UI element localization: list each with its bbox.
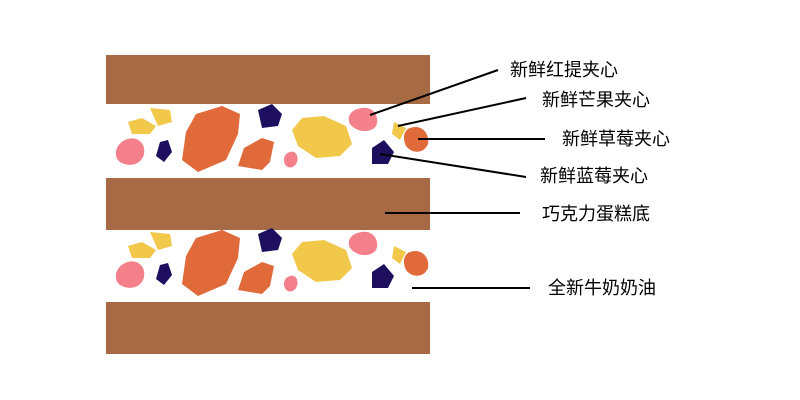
strawberry-piece xyxy=(238,138,274,170)
leader-line-mango xyxy=(397,97,527,127)
mango-piece xyxy=(392,246,406,264)
leader-line-blueberry xyxy=(379,153,527,178)
blueberry-piece xyxy=(258,104,282,128)
raspberry-piece xyxy=(284,275,298,292)
label-blueberry-filling: 新鲜蓝莓夹心 xyxy=(540,166,648,187)
mango-piece xyxy=(392,122,406,140)
mango-piece xyxy=(128,118,156,134)
strawberry-piece xyxy=(182,230,240,296)
label-raspberry-filling: 新鲜红提夹心 xyxy=(510,60,618,81)
mango-piece xyxy=(150,232,172,250)
mango-piece xyxy=(150,108,172,126)
blueberry-piece xyxy=(156,263,172,285)
label-cream: 全新牛奶奶油 xyxy=(548,278,656,299)
filling-layer-lower xyxy=(115,228,429,296)
raspberry-piece xyxy=(115,138,145,165)
label-mango-filling: 新鲜芒果夹心 xyxy=(542,90,650,111)
cake-layer-top xyxy=(106,55,430,104)
mango-piece xyxy=(292,240,352,282)
strawberry-piece xyxy=(403,126,429,152)
strawberry-piece xyxy=(182,106,240,172)
label-cake-base: 巧克力蛋糕底 xyxy=(542,204,650,225)
blueberry-piece xyxy=(372,140,394,164)
blueberry-piece xyxy=(156,140,172,162)
label-strawberry-filling: 新鲜草莓夹心 xyxy=(562,129,670,150)
mango-piece xyxy=(292,116,352,158)
blueberry-piece xyxy=(258,228,282,252)
strawberry-piece xyxy=(403,250,429,276)
strawberry-piece xyxy=(238,262,274,294)
blueberry-piece xyxy=(372,264,394,288)
raspberry-piece xyxy=(115,261,145,288)
leader-line-raspberry xyxy=(369,69,499,116)
filling-layer-upper xyxy=(115,104,429,172)
cake-layer-bottom xyxy=(106,302,430,354)
cake-layer-middle xyxy=(106,178,430,230)
raspberry-piece xyxy=(348,107,378,132)
mango-piece xyxy=(128,242,156,258)
raspberry-piece xyxy=(348,231,378,256)
raspberry-piece xyxy=(284,151,298,168)
